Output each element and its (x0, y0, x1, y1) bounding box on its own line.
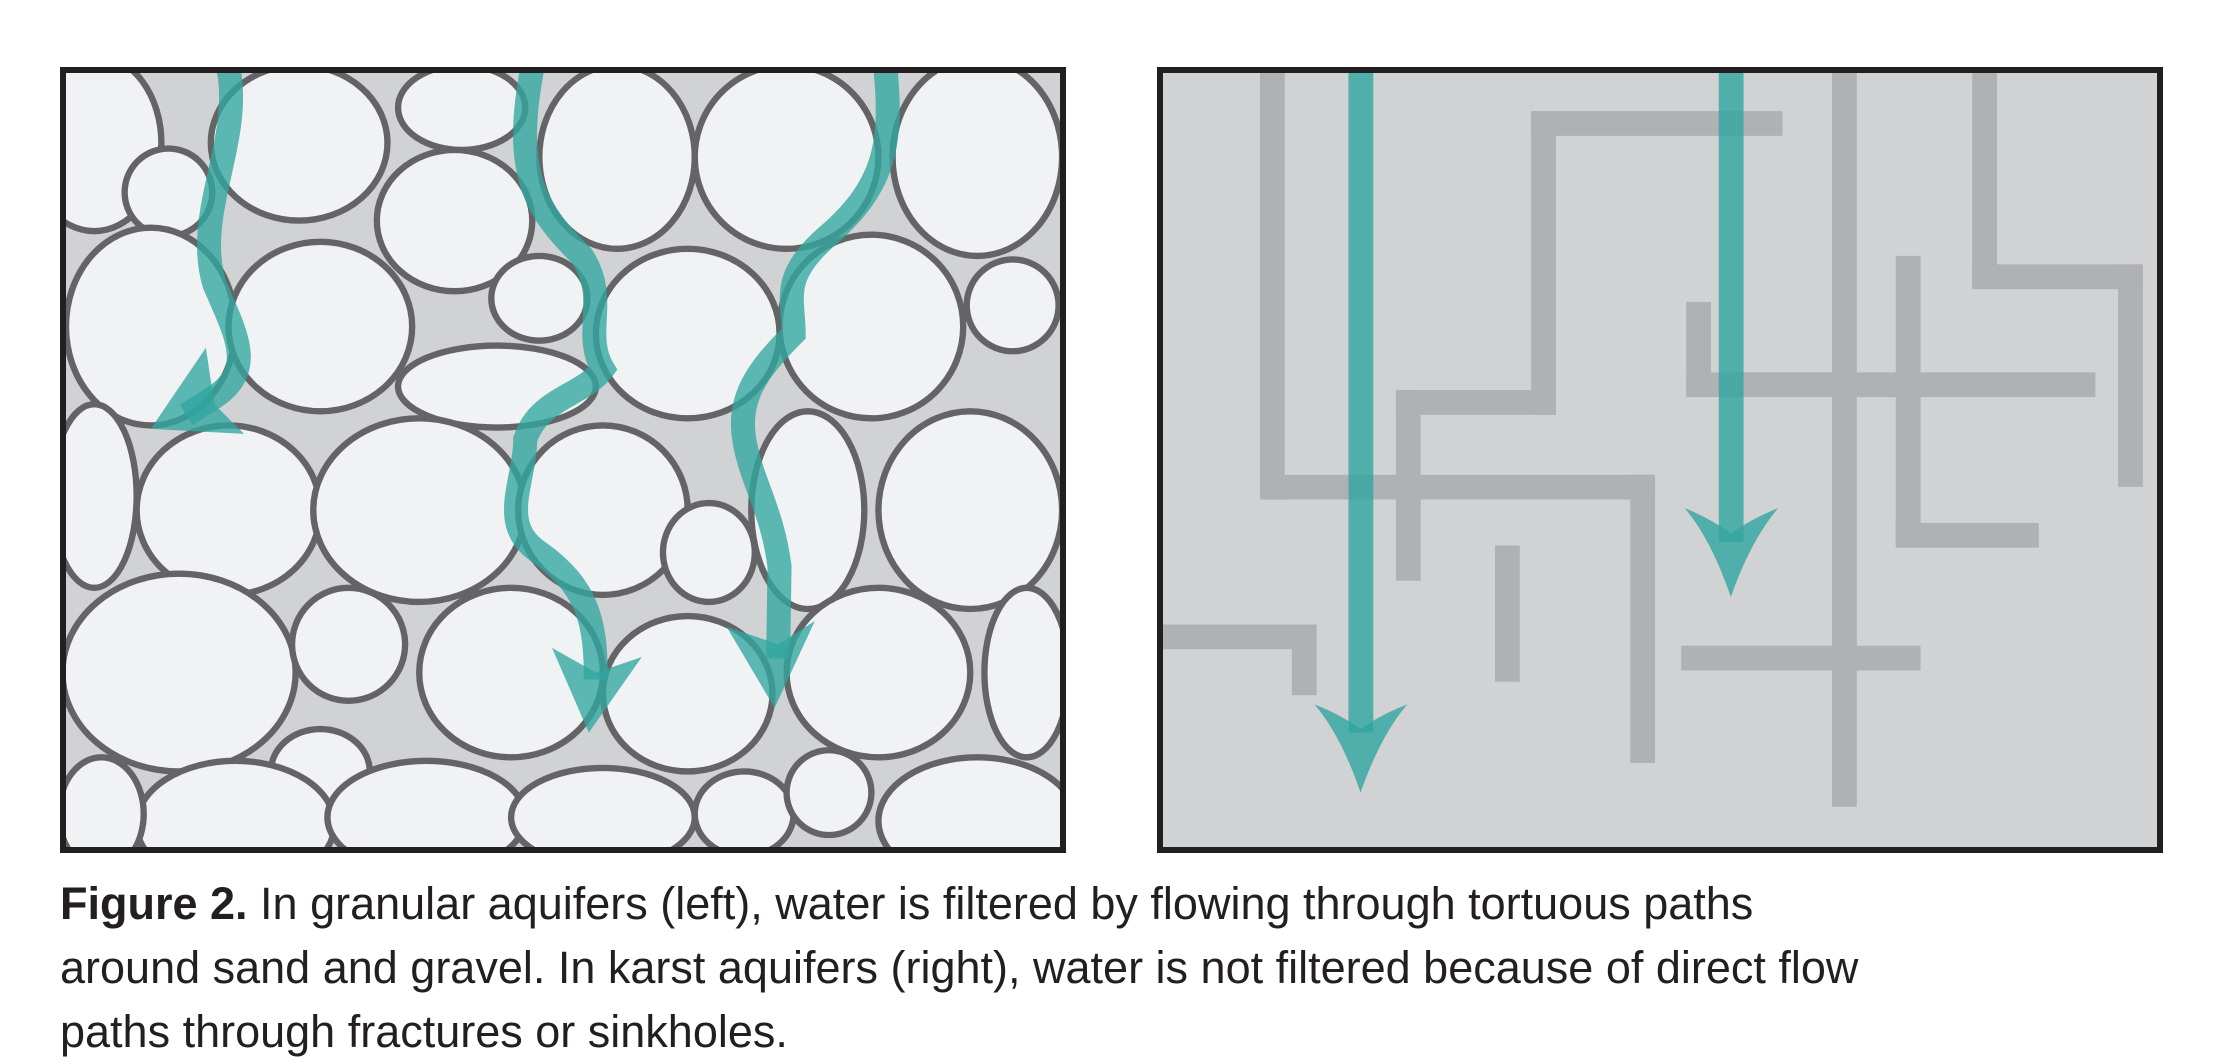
flow-arrowhead-icon (1314, 704, 1408, 793)
water-flow-shaft (1348, 73, 1374, 733)
sand-grain (66, 570, 299, 775)
sand-grain (288, 584, 409, 704)
sand-grain (783, 747, 875, 839)
sand-grain (133, 422, 324, 599)
caption-line-2: around sand and gravel. In karst aquifer… (60, 942, 1859, 993)
fracture (1163, 624, 1317, 650)
fracture (1395, 390, 1421, 581)
sand-grain (66, 401, 140, 591)
water-flow-path (730, 73, 900, 659)
flow-arrowhead-icon (726, 621, 815, 708)
fracture (1259, 73, 1285, 500)
sand-grain (963, 256, 1060, 355)
sand-grain (207, 73, 391, 224)
flow-arrowhead-icon (552, 647, 642, 733)
figure-label: Figure 2. (60, 878, 248, 929)
sand-grain (776, 231, 967, 422)
fracture (1681, 645, 1921, 671)
sand-grain (875, 408, 1060, 613)
sand-grain (783, 584, 974, 761)
karst-aquifer-panel (1157, 67, 2163, 853)
sand-grain (981, 584, 1060, 761)
fracture (1630, 474, 1656, 763)
flow-arrowhead-icon (150, 347, 245, 434)
water-flow-path (179, 73, 251, 425)
fracture (1531, 111, 1556, 415)
sand-grain (488, 252, 591, 344)
sand-grain (310, 415, 529, 606)
sand-grain (691, 768, 797, 847)
fracture (2118, 264, 2143, 487)
sand-grain (507, 764, 698, 847)
sand-grain (324, 757, 529, 847)
fracture (1291, 624, 1317, 696)
sand-grain (394, 73, 529, 154)
fracture (1895, 255, 1921, 548)
fracture (1395, 390, 1556, 415)
sand-grain (659, 499, 758, 606)
granular-aquifer-panel (60, 67, 1066, 853)
caption-line-1: Figure 2. In granular aquifers (left), w… (60, 872, 2200, 936)
sand-grain (875, 754, 1060, 847)
fracture (1832, 73, 1857, 807)
caption-line-3: paths through fractures or sinkholes. (60, 1006, 788, 1057)
fracture (1259, 474, 1656, 500)
fracture (1972, 73, 1997, 290)
water-flow-path (504, 73, 618, 680)
caption-text-1: In granular aquifers (left), water is fi… (247, 878, 1754, 929)
sand-grain (373, 146, 536, 295)
granular-aquifer-diagram (66, 73, 1060, 847)
sand-grain (66, 754, 147, 847)
fracture (1972, 264, 2143, 290)
water-flow-shaft (1718, 73, 1744, 542)
fracture (1495, 545, 1520, 682)
fracture (1686, 372, 2096, 398)
fracture (1895, 522, 2039, 548)
flow-arrowhead-icon (1684, 508, 1779, 598)
karst-aquifer-diagram (1163, 73, 2143, 807)
fracture (1531, 111, 1783, 136)
sand-grain (225, 238, 416, 415)
figure-caption: Figure 2. In granular aquifers (left), w… (60, 872, 2200, 1064)
sand-grain (889, 73, 1060, 260)
